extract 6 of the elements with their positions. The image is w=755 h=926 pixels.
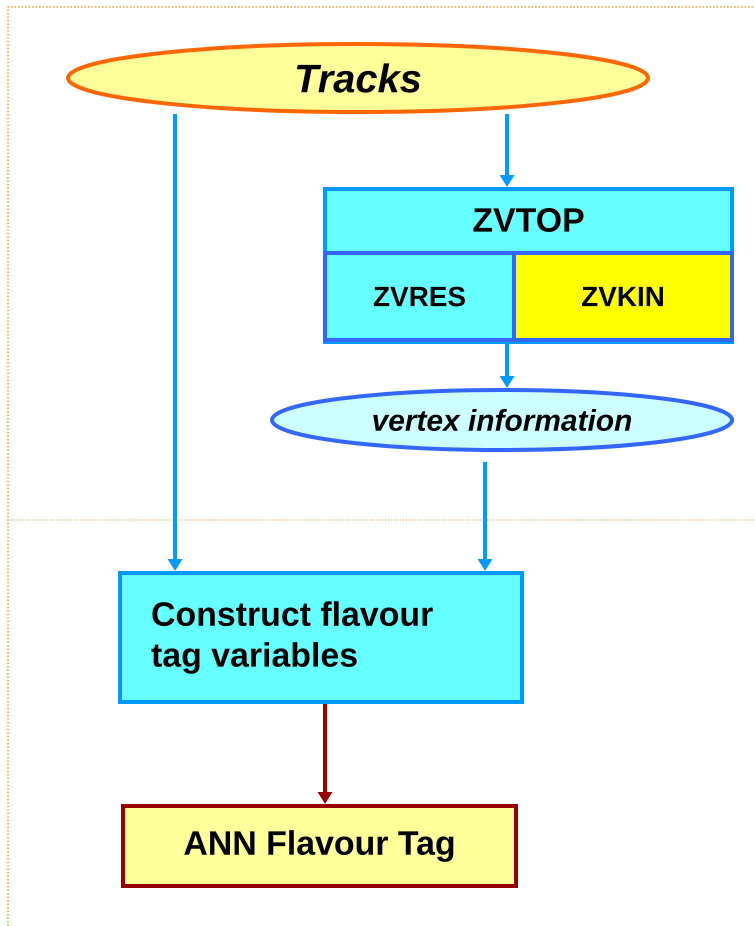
output-box: ANN Flavour Tag — [121, 804, 518, 888]
ellipse-node: Tracks — [66, 42, 650, 114]
ellipse-node: vertex information — [270, 388, 734, 452]
process-box: Construct flavour tag variables — [118, 571, 524, 704]
module-box: ZVRES — [323, 251, 516, 342]
module-box: ZVKIN — [512, 251, 734, 342]
